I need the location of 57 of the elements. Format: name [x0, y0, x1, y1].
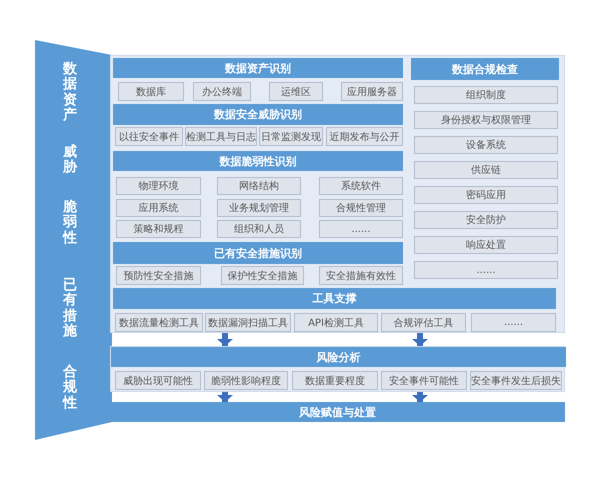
item-box: 威胁出现可能性	[115, 371, 201, 390]
item-box: 近期发布与公开	[326, 127, 403, 146]
section-header: 风险分析	[111, 347, 566, 367]
item-box: 以往安全事件	[115, 127, 183, 146]
item-box: 安全事件发生后损失	[470, 371, 562, 390]
item-box: 安全防护	[414, 211, 558, 229]
item-box: 应用系统	[116, 199, 201, 217]
item-box: 运维区	[269, 82, 323, 101]
item-box: 检测工具与日志	[185, 127, 257, 146]
arrow	[217, 392, 233, 402]
item-box: 脆弱性影响程度	[204, 371, 288, 390]
item-box: 组织制度	[414, 86, 558, 104]
panel-background	[110, 346, 565, 392]
item-box: ......	[319, 220, 403, 238]
item-box: 安全事件可能性	[381, 371, 467, 390]
item-box: 供应链	[414, 161, 558, 179]
item-box: 数据库	[118, 82, 184, 101]
section-header: 数据脆弱性识别	[113, 151, 403, 171]
item-box: 密码应用	[414, 186, 558, 204]
arrow	[217, 333, 233, 346]
section-header: 已有安全措施识别	[113, 242, 403, 264]
section-header: 工具支撑	[113, 288, 556, 309]
side-label: 合规性	[63, 365, 77, 412]
item-box: 组织和人员	[217, 220, 301, 238]
section-header: 数据合规检查	[411, 58, 559, 80]
arrow	[412, 333, 428, 346]
item-box: 合规评估工具	[381, 313, 466, 332]
item-box: 设备系统	[414, 136, 558, 154]
item-box: 系统软件	[319, 177, 403, 195]
item-box: ......	[471, 313, 556, 332]
item-box: 办公终端	[193, 82, 251, 101]
section-header: 数据资产识别	[113, 58, 403, 78]
item-box: 响应处置	[414, 236, 558, 254]
panel-background	[110, 55, 565, 333]
arrow	[412, 392, 428, 402]
side-label: 已有措施	[63, 278, 77, 340]
item-box: 预防性安全措施	[116, 266, 201, 285]
item-box: 策略和规程	[116, 220, 201, 238]
item-box: 合规性管理	[319, 199, 403, 217]
item-box: 日常监测发现	[259, 127, 323, 146]
item-box: API检测工具	[294, 313, 378, 332]
item-box: 保护性安全措施	[221, 266, 304, 285]
side-label: 脆弱性	[63, 200, 77, 246]
item-box: 网络结构	[217, 177, 301, 195]
side-label: 威胁	[63, 145, 77, 176]
item-box: 数据重要程度	[292, 371, 378, 390]
item-box: 数据流量检测工具	[115, 313, 203, 332]
section-header: 数据安全威胁识别	[113, 104, 403, 125]
item-box: 安全措施有效性	[319, 266, 403, 285]
item-box: 数据漏洞扫描工具	[205, 313, 291, 332]
item-box: 物理环境	[116, 177, 201, 195]
item-box: ......	[414, 261, 558, 279]
item-box: 应用服务器	[341, 82, 403, 101]
side-label: 数据资产	[63, 62, 77, 124]
item-box: 业务规划管理	[217, 199, 301, 217]
section-header: 风险赋值与处置	[110, 402, 565, 422]
item-box: 身份授权与权限管理	[414, 111, 558, 129]
